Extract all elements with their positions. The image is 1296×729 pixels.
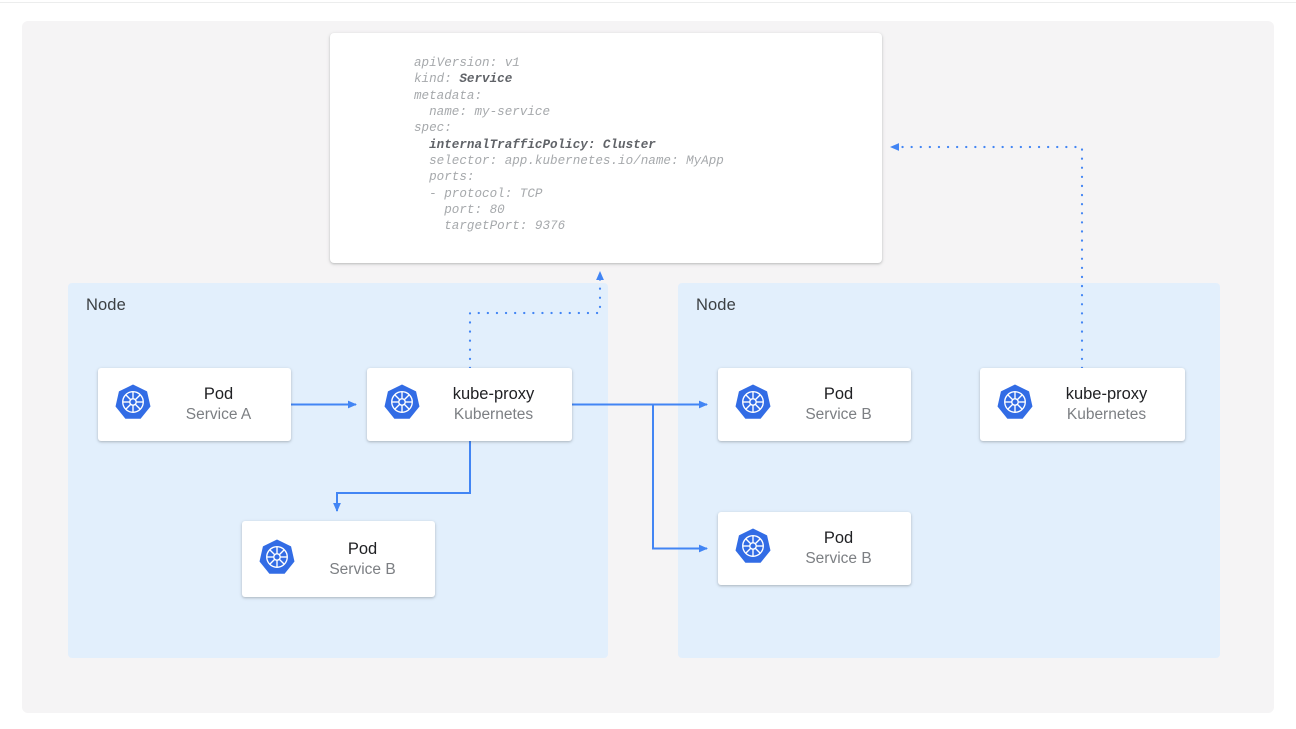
yaml-line-kind-key: kind: [414,72,460,87]
card-title: kube-proxy [452,385,535,404]
card-kube-proxy-right[interactable]: kube-proxy Kubernetes [980,368,1185,441]
card-pod-service-a[interactable]: Pod Service A [98,368,291,441]
card-subtitle: Kubernetes [1066,406,1147,424]
card-title: Pod [203,385,234,404]
node-label-right: Node [696,296,736,314]
node-label-left: Node [86,296,126,314]
service-spec-yaml: apiVersion: v1 kind: Service metadata: n… [414,55,882,235]
yaml-line-protocol: - protocol: TCP [414,186,543,201]
card-pod-service-b-remote-top[interactable]: Pod Service B [718,368,911,441]
card-subtitle: Service B [805,406,872,424]
card-title: Pod [823,529,854,548]
kubernetes-icon [996,383,1034,426]
kubernetes-icon [258,538,296,581]
yaml-line-port: port: 80 [414,203,505,218]
yaml-line-ports: ports: [414,170,475,185]
yaml-line-apiversion: apiVersion: v1 [414,56,520,70]
service-spec-panel: apiVersion: v1 kind: Service metadata: n… [330,33,882,263]
kubernetes-icon [114,383,152,426]
kubernetes-icon [383,383,421,426]
yaml-line-internal-traffic-policy: internalTrafficPolicy: Cluster [414,137,656,152]
top-rule [0,2,1296,3]
card-pod-service-b-local[interactable]: Pod Service B [242,521,435,597]
node-container-left: Node [68,283,608,658]
card-title: kube-proxy [1065,385,1148,404]
card-subtitle: Service A [185,406,252,424]
yaml-line-selector: selector: app.kubernetes.io/name: MyApp [414,154,724,169]
card-subtitle: Service B [329,560,396,578]
card-kube-proxy-left[interactable]: kube-proxy Kubernetes [367,368,572,441]
yaml-line-targetport: targetPort: 9376 [414,219,566,234]
kubernetes-icon [734,383,772,426]
card-subtitle: Kubernetes [453,406,534,424]
yaml-line-spec: spec: [414,121,452,136]
card-title: Pod [823,385,854,404]
yaml-line-metadata-name: name: my-service [414,105,551,120]
card-pod-service-b-remote-bottom[interactable]: Pod Service B [718,512,911,585]
kubernetes-icon [734,527,772,570]
card-subtitle: Service B [805,550,872,568]
node-container-right: Node [678,283,1220,658]
yaml-line-kind-value: Service [459,72,513,87]
card-title: Pod [347,539,378,558]
yaml-line-metadata: metadata: [414,88,483,103]
